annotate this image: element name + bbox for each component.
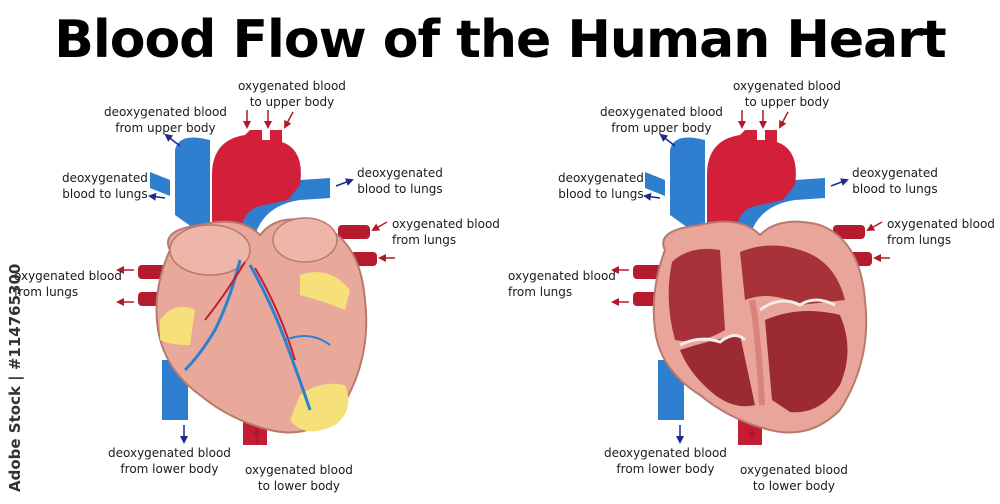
label-oxy-from-lungs-left: oxygenated blood from lungs [508, 269, 616, 299]
cross-section-heart [633, 130, 872, 445]
left-ventricle [765, 311, 848, 413]
label-deoxy-lower-body: deoxygenated blood from lower body [604, 446, 727, 476]
aortic-arch [212, 130, 301, 240]
label-deoxy-lungs-left: deoxygenated blood to lungs [558, 171, 644, 201]
label-oxy-from-lungs-right: oxygenated blood from lungs [887, 217, 995, 247]
arrow-deoxy-upper [164, 133, 181, 147]
left-atrium [740, 245, 845, 305]
arrow-deoxy-lungs-left [148, 192, 166, 201]
label-deoxy-lungs-left: deoxygenated blood to lungs [62, 171, 148, 201]
right-ventricle [680, 335, 755, 407]
pulmonary-vein [338, 225, 370, 239]
label-oxy-lower-body: oxygenated blood to lower body [245, 463, 353, 493]
watermark-text: Adobe Stock | #114765300 [6, 263, 24, 492]
label-deoxy-lungs-right: deoxygenated blood to lungs [852, 166, 938, 196]
label-oxy-upper-body: oxygenated blood to upper body [733, 79, 841, 109]
label-oxy-from-lungs-right: oxygenated blood from lungs [392, 217, 500, 247]
right-atrium [668, 248, 725, 342]
label-deoxy-lower-body: deoxygenated blood from lower body [108, 446, 231, 476]
arrow-oxy-lungs-right-1 [371, 221, 388, 231]
watermark: Adobe Stock | #114765300 [4, 260, 26, 500]
arrow-deoxy-lungs-right [335, 178, 354, 187]
label-oxy-from-lungs-left: oxygenated blood from lungs [14, 269, 122, 299]
label-deoxy-upper-body: deoxygenated blood from upper body [104, 105, 227, 135]
page-title: Blood Flow of the Human Heart [54, 10, 946, 70]
label-deoxy-lungs-right: deoxygenated blood to lungs [357, 166, 443, 196]
external-heart [138, 130, 377, 445]
right-arrows [611, 110, 890, 444]
superior-vena-cava [175, 137, 210, 240]
label-deoxy-upper-body: deoxygenated blood from upper body [600, 105, 723, 135]
left-arrows [116, 110, 395, 444]
label-oxy-upper-body: oxygenated blood to upper body [238, 79, 346, 109]
arrow-oxy-upper-3 [284, 111, 294, 129]
label-oxy-lower-body: oxygenated blood to lower body [740, 463, 848, 493]
